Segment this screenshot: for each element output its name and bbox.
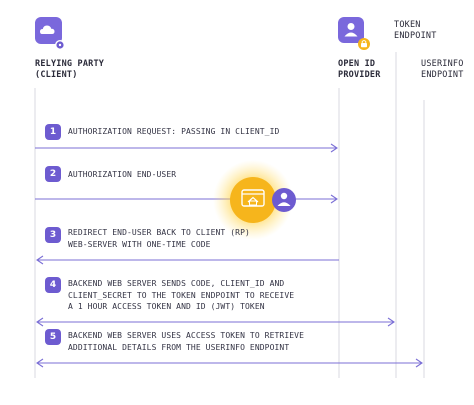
- actor-token-label: TOKEN ENDPOINT: [394, 20, 437, 42]
- user-lock-icon: [338, 17, 370, 50]
- step-2-badge: 2: [45, 166, 61, 182]
- step-1-line-1: AUTHORIZATION REQUEST: PASSING IN CLIENT…: [68, 127, 280, 136]
- step-4-text: BACKEND WEB SERVER SENDS CODE, CLIENT_ID…: [68, 278, 294, 313]
- step-5-badge: 5: [45, 329, 61, 345]
- step-3-badge: 3: [45, 227, 61, 243]
- step-4-line-2: CLIENT_SECRET TO THE TOKEN ENDPOINT TO R…: [68, 290, 295, 300]
- step-3-line-2: WEB-SERVER WITH ONE-TIME CODE: [68, 239, 211, 249]
- actor-client-label: RELYING PARTY (CLIENT): [35, 59, 104, 81]
- step-3-line-1: REDIRECT END-USER BACK TO CLIENT (RP): [68, 228, 250, 237]
- user-icon: [272, 188, 296, 212]
- arrow-step-1: [35, 143, 338, 153]
- arrow-step-4: [36, 317, 395, 327]
- step-5-line-2: ADDITIONAL DETAILS FROM THE USERINFO END…: [68, 342, 290, 352]
- actor-provider-line-2: PROVIDER: [338, 70, 381, 80]
- actor-userinfo-line-2: ENDPOINT: [421, 70, 464, 80]
- arrow-step-3: [36, 255, 339, 265]
- step-5-line-1: BACKEND WEB SERVER USES ACCESS TOKEN TO …: [68, 331, 304, 340]
- step-4-line-1: BACKEND WEB SERVER SENDS CODE, CLIENT_ID…: [68, 279, 285, 288]
- step-2-text: AUTHORIZATION END-USER: [68, 169, 176, 181]
- step-1-text: AUTHORIZATION REQUEST: PASSING IN CLIENT…: [68, 126, 279, 138]
- actor-provider-line-1: OPEN ID: [338, 59, 376, 69]
- step-2-line-1: AUTHORIZATION END-USER: [68, 170, 177, 179]
- actor-client-line-1: RELYING PARTY: [35, 59, 105, 69]
- browser-home-icon: [230, 177, 276, 223]
- actor-token-line-2: ENDPOINT: [394, 31, 437, 41]
- actor-userinfo-line-1: USERINFO: [421, 59, 464, 69]
- step-3-text: REDIRECT END-USER BACK TO CLIENT (RP) WE…: [68, 227, 250, 250]
- step-4-badge: 4: [45, 277, 61, 293]
- actor-token-line-1: TOKEN: [394, 20, 421, 30]
- arrow-step-5: [36, 358, 423, 368]
- step-1-badge: 1: [45, 124, 61, 140]
- actor-client-line-2: (CLIENT): [35, 70, 78, 80]
- step-4-line-3: A 1 HOUR ACCESS TOKEN AND ID (JWT) TOKEN: [68, 302, 265, 311]
- actor-provider-label: OPEN ID PROVIDER: [338, 59, 381, 81]
- step-5-text: BACKEND WEB SERVER USES ACCESS TOKEN TO …: [68, 330, 304, 353]
- actor-userinfo-label: USERINFO ENDPOINT: [421, 59, 464, 81]
- cloud-gear-icon: [35, 17, 65, 50]
